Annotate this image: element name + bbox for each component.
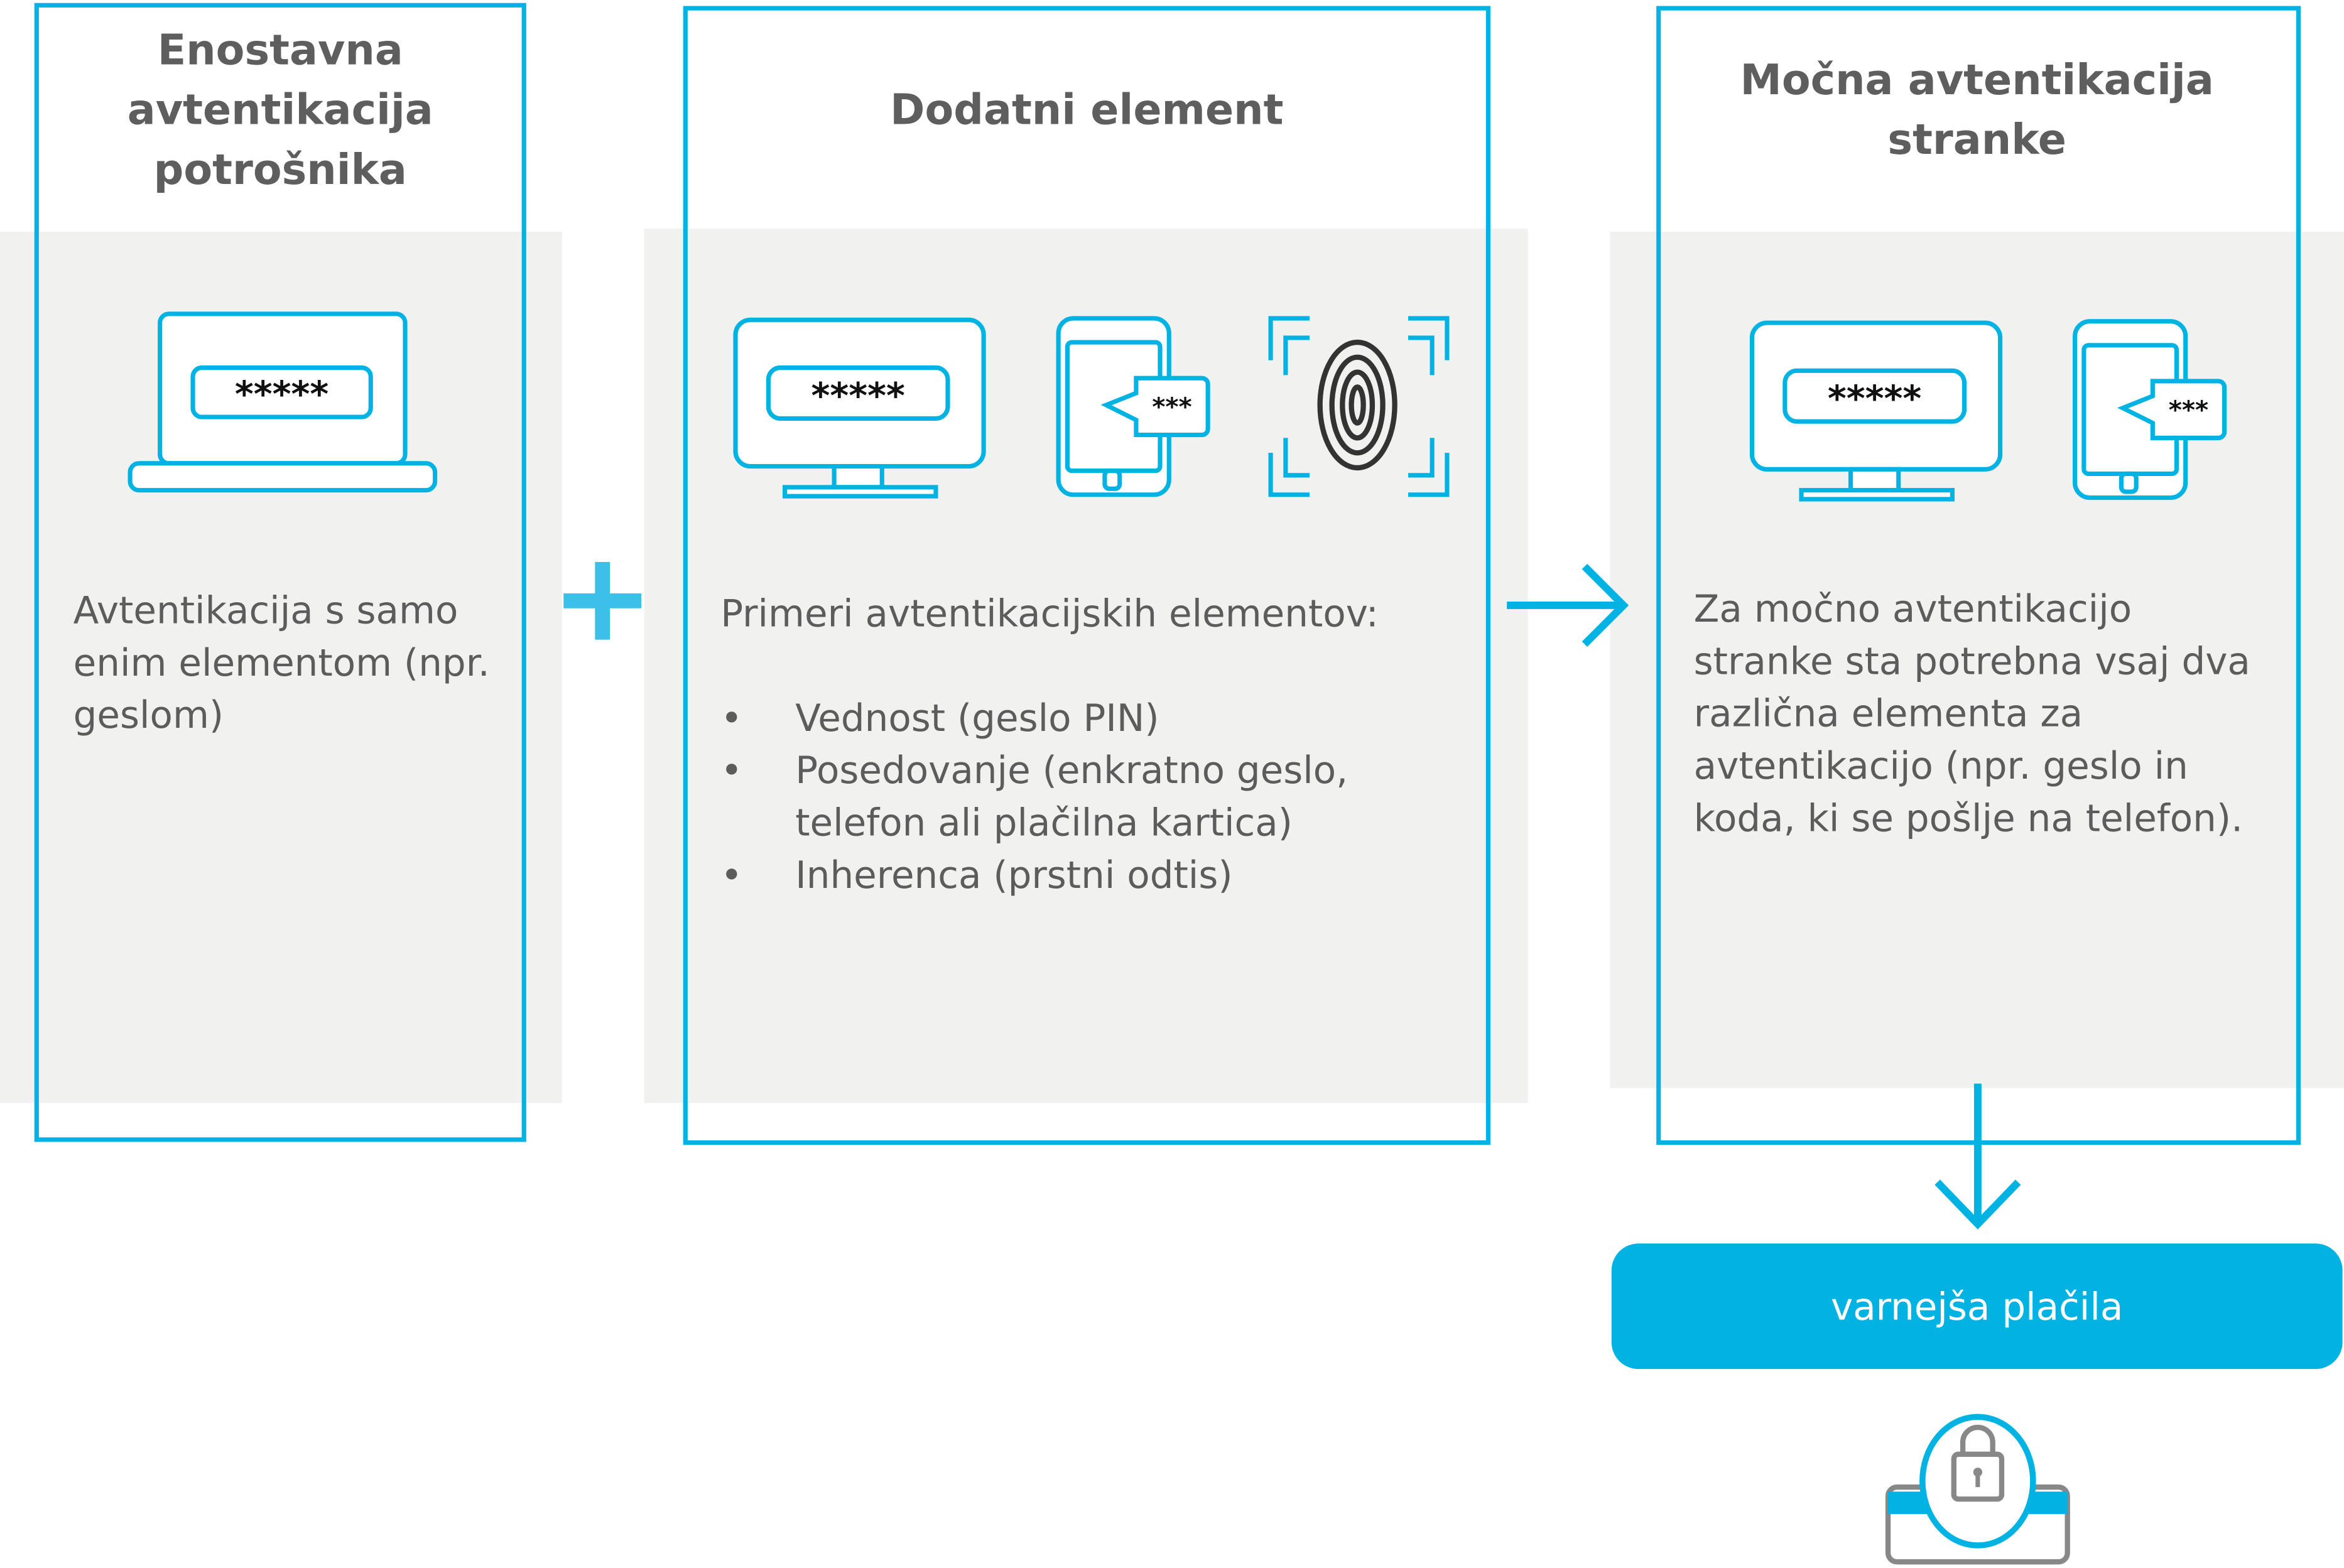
list-item: Posedovanje (enkratno geslo, telefon ali…: [720, 744, 1438, 849]
sms-code-mask: ***: [1152, 392, 1192, 423]
examples-list: Vednost (geslo PIN) Posedovanje (enkratn…: [720, 692, 1438, 901]
password-mask: *****: [1827, 378, 1922, 420]
laptop-icon: [128, 311, 438, 493]
safer-payments-banner: varnejša plačila: [1611, 1243, 2343, 1370]
column-title: Močna avtentikacija stranke: [1740, 55, 2214, 165]
column-description: Avtentikacija s samo enim elementom (npr…: [73, 588, 490, 737]
secure-card-lock-icon: [1885, 1414, 2070, 1565]
column-additional-element: [683, 6, 1490, 1145]
column-description: Za močno avtentikacijo stranke sta potre…: [1693, 587, 2250, 840]
arrow-right-icon: [1507, 563, 1629, 647]
sms-code-mask: ***: [2168, 396, 2209, 426]
column-title: Enostavna avtentikacija potrošnika: [127, 25, 433, 195]
list-item: Inherenca (prstni odtis): [720, 849, 1438, 901]
arrow-down-icon: [1934, 1083, 2021, 1230]
password-mask: *****: [234, 374, 329, 416]
password-mask: *****: [811, 375, 905, 418]
monitor-icon: [733, 317, 986, 499]
phone-sms-icon: [2073, 319, 2227, 500]
plus-icon: [563, 561, 642, 640]
column-simple-auth: [34, 3, 526, 1142]
monitor-icon: [1749, 320, 2003, 502]
column-strong-auth: [1656, 6, 2301, 1145]
list-item: Vednost (geslo PIN): [720, 692, 1438, 744]
examples-intro: Primeri avtentikacijskih elementov:: [720, 592, 1379, 635]
fingerprint-scan-icon: [1268, 316, 1450, 497]
column-title: Dodatni element: [890, 85, 1284, 135]
phone-sms-icon: [1056, 316, 1210, 497]
